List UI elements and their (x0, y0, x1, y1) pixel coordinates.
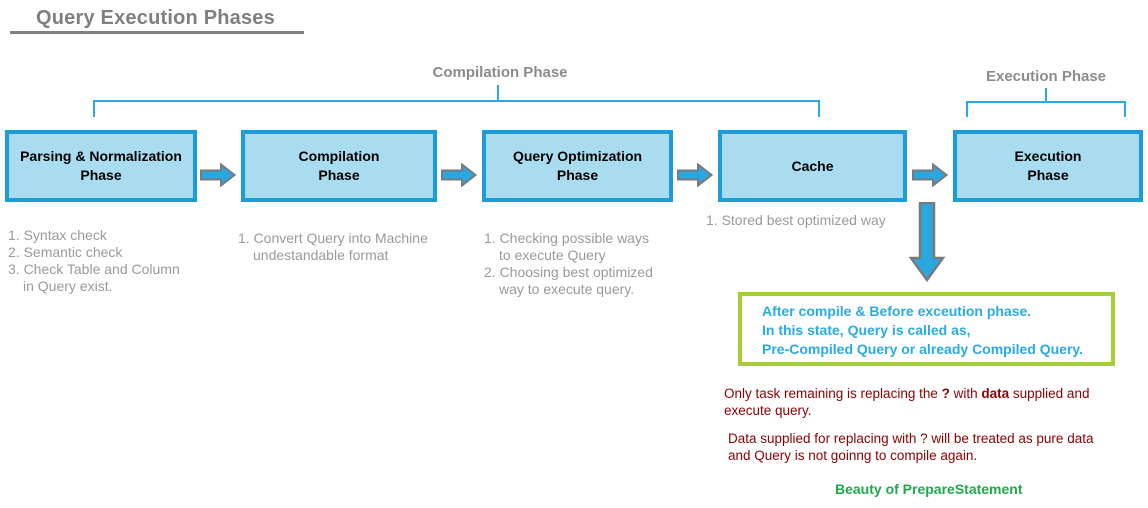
phase-box-execution: Execution Phase (953, 130, 1143, 202)
flow-right-arrow-icon (441, 163, 477, 187)
compilation-bracket-right-tick (818, 100, 820, 117)
precompiled-query-callout: After compile & Before exceution phase. … (738, 292, 1115, 366)
callout-line: After compile & Before exceution phase. (762, 303, 1032, 319)
phase-box-parsing-normalization: Parsing & Normalization Phase (5, 130, 197, 202)
note-line: undestandable format (253, 247, 389, 263)
note-line: 2. Semantic check (8, 244, 123, 260)
execution-bracket-right-tick (1124, 101, 1126, 117)
compilation-phase-notes: 1. Convert Query into Machine undestanda… (238, 230, 428, 264)
phase-box-label: Parsing & Normalization Phase (20, 148, 182, 183)
flow-right-arrow-icon (677, 163, 713, 187)
flow-right-arrow-icon (200, 163, 236, 187)
phase-box-cache: Cache (718, 130, 907, 202)
flow-right-arrow-icon (912, 163, 948, 187)
phase-box-label: Query Optimization Phase (512, 148, 643, 183)
execution-bracket-center-tick (1045, 88, 1047, 101)
note-line: in Query exist. (23, 278, 113, 294)
note-line: 3. Check Table and Column (8, 261, 180, 277)
parsing-phase-notes: 1. Syntax check 2. Semantic check 3. Che… (8, 227, 180, 295)
compilation-phase-group-label: Compilation Phase (432, 64, 568, 81)
note-line: 1. Checking possible ways (484, 230, 649, 246)
remark-data-word: data (981, 386, 1010, 401)
phase-box-label: Compilation Phase (298, 148, 380, 183)
phase-box-query-optimization: Query Optimization Phase (482, 130, 673, 202)
note-line: 2. Choosing best optimized (484, 264, 653, 280)
execution-phase-group-label: Execution Phase (985, 68, 1107, 85)
remark-pure-data: Data supplied for replacing with ? will … (728, 431, 1094, 463)
callout-line: In this state, Query is called as, (762, 322, 971, 338)
remark-question-mark: ? (941, 386, 950, 401)
phase-box-label: Execution Phase (1014, 148, 1082, 183)
note-line: 1. Syntax check (8, 227, 107, 243)
compilation-bracket-left-tick (93, 100, 95, 117)
note-line: to execute Query (499, 247, 606, 263)
page-title: Query Execution Phases (36, 7, 275, 29)
execution-bracket-line (966, 101, 1126, 103)
note-line: 1. Stored best optimized way (706, 212, 886, 228)
cache-notes: 1. Stored best optimized way (706, 212, 886, 229)
title-underline (10, 31, 304, 34)
remark-text: Only task remaining is replacing the (724, 386, 942, 401)
compilation-bracket-line (93, 100, 820, 102)
callout-line: Pre-Compiled Query or already Compiled Q… (762, 341, 1084, 357)
compilation-bracket-center-tick (497, 85, 499, 100)
phase-box-compilation: Compilation Phase (241, 130, 437, 202)
optimization-phase-notes: 1. Checking possible ways to execute Que… (484, 230, 653, 298)
execution-bracket-left-tick (966, 101, 968, 117)
remark-text: with (949, 386, 982, 401)
prepare-statement-footer: Beauty of PrepareStatement (835, 481, 1023, 497)
note-line: way to execute query. (499, 281, 635, 297)
down-arrow-icon (909, 202, 945, 282)
note-line: 1. Convert Query into Machine (238, 230, 428, 246)
phase-box-label: Cache (791, 157, 834, 174)
remark-text: supplied and execute query. (724, 386, 1090, 418)
remark-replace-placeholder: Only task remaining is replacing the ? w… (724, 385, 1089, 419)
